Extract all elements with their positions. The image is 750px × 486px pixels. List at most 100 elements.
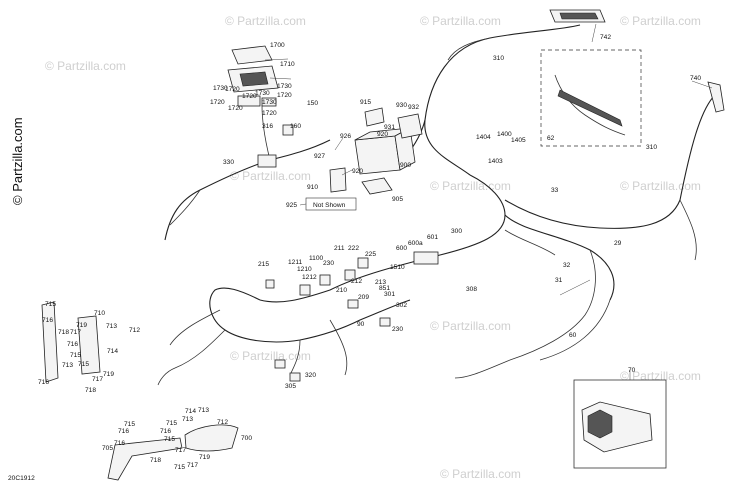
callout-1730: 1730 — [255, 90, 270, 97]
callout-1404: 1404 — [476, 134, 491, 141]
callout-927: 927 — [314, 153, 325, 160]
callout-920: 920 — [377, 131, 388, 138]
callout-32: 32 — [563, 262, 571, 269]
callout-920: 920 — [352, 168, 363, 175]
callout-60: 60 — [569, 332, 577, 339]
callout-716: 716 — [42, 317, 53, 324]
callout-1720: 1720 — [225, 86, 240, 93]
connector-211 — [357, 257, 369, 269]
callout-29: 29 — [614, 240, 622, 247]
watermark-tile: © Partzilla.com — [230, 349, 311, 363]
side-light-740 — [707, 81, 725, 113]
callout-710: 710 — [94, 310, 105, 317]
callout-714: 714 — [107, 348, 118, 355]
callout-90: 90 — [357, 321, 365, 328]
callout-714: 714 — [185, 408, 196, 415]
callout-302: 302 — [396, 302, 407, 309]
connector-222 — [344, 269, 356, 281]
callout-225: 225 — [365, 251, 376, 258]
callout-600a: 600a — [408, 240, 423, 247]
callout-316: 316 — [262, 123, 273, 130]
callout-1700: 1700 — [270, 42, 285, 49]
callout-717: 717 — [70, 329, 81, 336]
front-light-700 — [184, 424, 239, 452]
callout-211: 211 — [334, 245, 345, 252]
callout-1720: 1720 — [262, 110, 277, 117]
callout-1403: 1403 — [488, 158, 503, 165]
callout-601: 601 — [427, 234, 438, 241]
connector-330 — [257, 154, 277, 168]
callout-717: 717 — [92, 376, 103, 383]
callout-713: 713 — [62, 362, 73, 369]
callout-310: 310 — [493, 55, 504, 62]
callout-1730: 1730 — [213, 85, 228, 92]
callout-1730: 1730 — [262, 99, 277, 106]
relay-1730 — [237, 95, 261, 107]
callout-717: 717 — [175, 447, 186, 454]
callout-905: 905 — [392, 196, 403, 203]
callout-925: 925 — [286, 202, 297, 209]
watermark-tile: © Partzilla.com — [225, 14, 306, 28]
callout-715: 715 — [45, 301, 56, 308]
callout-715: 715 — [70, 352, 81, 359]
diagram-code: 20C1912 — [8, 475, 35, 482]
callout-718: 718 — [85, 387, 96, 394]
callout-70: 70 — [628, 367, 636, 374]
watermark-tile: © Partzilla.com — [620, 14, 701, 28]
callout-300: 300 — [451, 228, 462, 235]
callout-718: 718 — [58, 329, 69, 336]
partzilla-brand: © Partzilla.com — [10, 117, 25, 205]
module-1510 — [413, 251, 439, 265]
callout-717: 717 — [187, 462, 198, 469]
callout-700: 700 — [241, 435, 252, 442]
callout-1720: 1720 — [210, 99, 225, 106]
callout-718: 718 — [150, 457, 161, 464]
callout-1400: 1400 — [497, 131, 512, 138]
connector-1100 — [319, 274, 331, 286]
callout-716: 716 — [114, 440, 125, 447]
callout-915: 915 — [360, 99, 371, 106]
callout-713: 713 — [106, 323, 117, 330]
callout-213: 213 — [375, 279, 386, 286]
callout-305: 305 — [285, 383, 296, 390]
callout-1720: 1720 — [228, 105, 243, 112]
callout-719: 719 — [76, 322, 87, 329]
callout-740: 740 — [690, 75, 701, 82]
callout-1211: 1211 — [288, 259, 303, 266]
leader-lines — [264, 23, 713, 380]
watermark-tile: © Partzilla.com — [620, 369, 701, 383]
harness-wires — [157, 24, 716, 386]
connector-210 — [347, 299, 359, 309]
module-1700 — [231, 45, 273, 65]
callout-150: 150 — [307, 100, 318, 107]
parts — [41, 9, 725, 481]
callout-1212: 1212 — [302, 274, 317, 281]
callout-209: 209 — [358, 294, 369, 301]
callout-230: 230 — [323, 260, 334, 267]
callout-851: 851 — [379, 285, 390, 292]
callout-910: 910 — [307, 184, 318, 191]
callout-1210: 1210 — [297, 266, 312, 273]
callout-160: 160 — [290, 123, 301, 130]
callout-1720: 1720 — [242, 93, 257, 100]
watermark-tile: © Partzilla.com — [430, 179, 511, 193]
callout-215: 215 — [258, 261, 269, 268]
callout-931: 931 — [384, 124, 395, 131]
callout-715: 715 — [166, 420, 177, 427]
callout-1405: 1405 — [511, 137, 526, 144]
watermark-tile: © Partzilla.com — [430, 319, 511, 333]
rear-light-bracket — [77, 315, 101, 375]
bracket-915 — [364, 107, 385, 127]
callout-1510: 1510 — [390, 264, 405, 271]
detail-box-62 — [540, 49, 642, 147]
callout-1720: 1720 — [277, 92, 292, 99]
callout-742: 742 — [600, 34, 611, 41]
callout-705: 705 — [102, 445, 113, 452]
callout-31: 31 — [555, 277, 563, 284]
callout-715: 715 — [78, 361, 89, 368]
callout-1710: 1710 — [280, 61, 295, 68]
module-930 — [397, 113, 423, 139]
callout-715: 715 — [174, 464, 185, 471]
connector-305 — [289, 372, 301, 382]
